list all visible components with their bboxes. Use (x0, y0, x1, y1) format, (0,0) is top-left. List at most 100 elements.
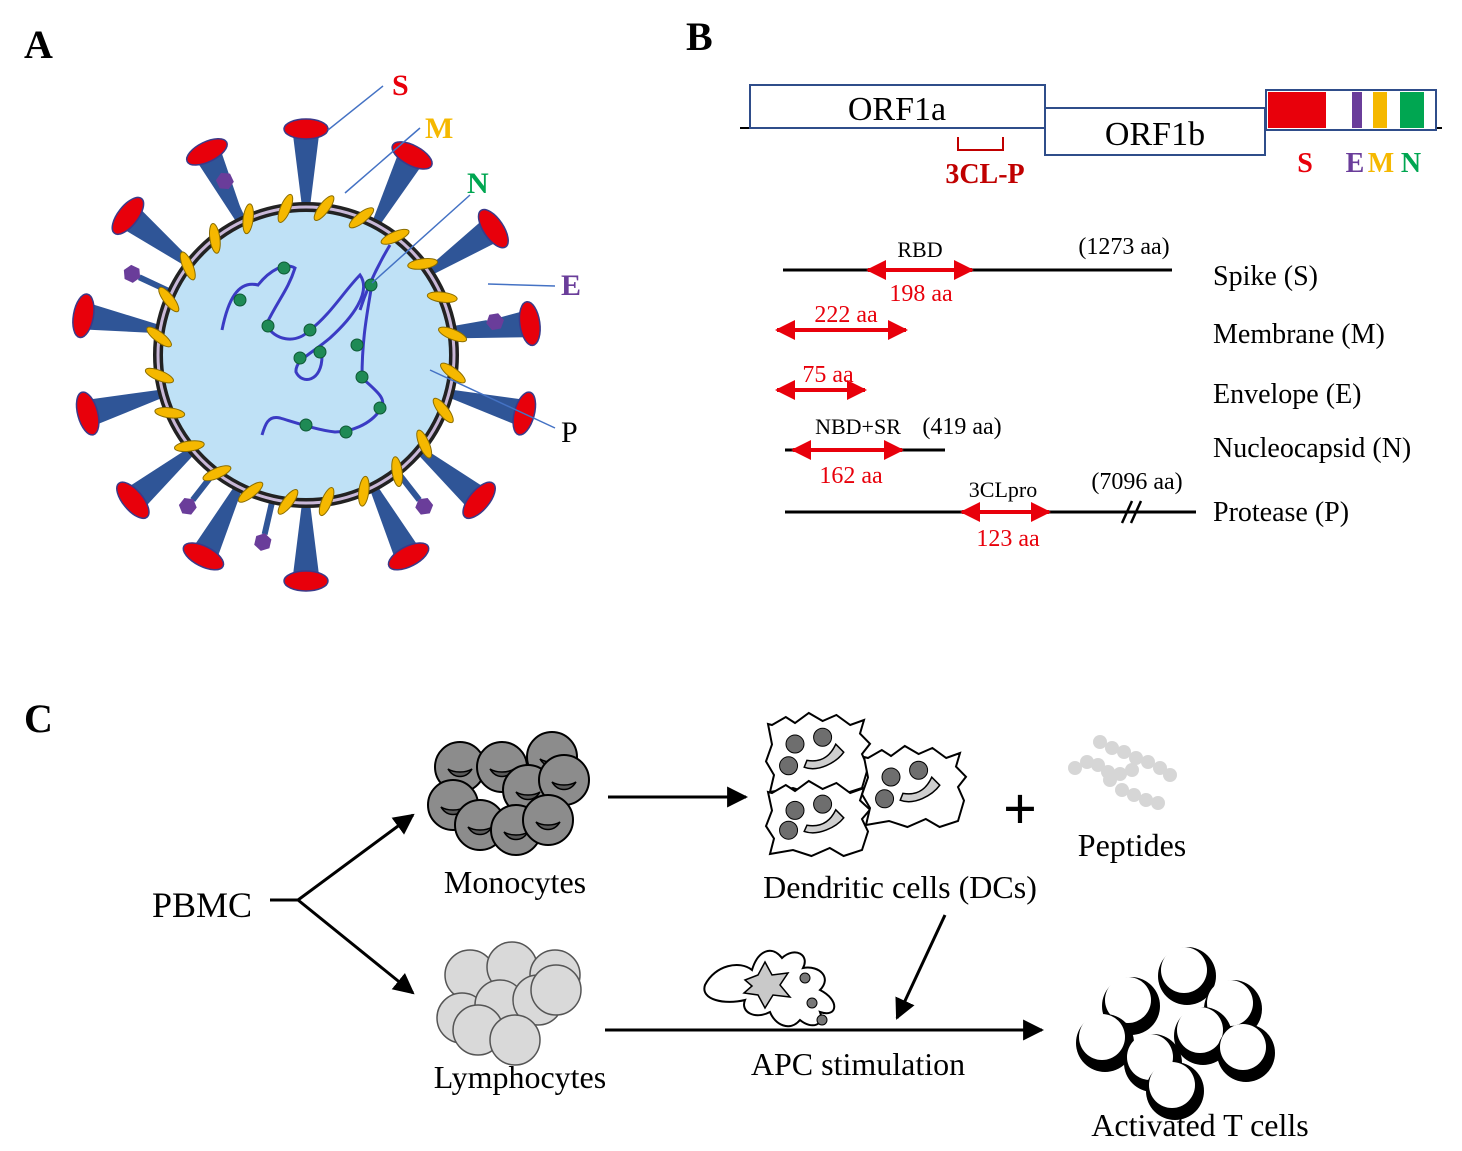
membrane-protein (202, 465, 232, 482)
spike-protein (116, 447, 196, 520)
nucleocapsid-label: N (467, 167, 489, 200)
membrane-protein (432, 397, 454, 424)
peptide-bead (1151, 796, 1165, 810)
s-gene (1268, 92, 1326, 128)
membrane-protein (313, 195, 335, 221)
virion-membrane-inner (156, 205, 456, 505)
arrow-dcs-to-stimulation (895, 914, 947, 1020)
activated-t-cell (1158, 947, 1216, 1005)
dendritic-cell (764, 779, 872, 858)
activated-t-cell (1076, 1014, 1134, 1072)
membrane-fragment: 222 aa (814, 302, 878, 328)
membrane-proteins (144, 193, 468, 517)
e-gene-label: E (1346, 148, 1365, 179)
spike-protein (426, 208, 509, 276)
orf1a-box (749, 84, 1046, 129)
membrane-protein (154, 407, 186, 419)
spike-protein (283, 118, 329, 207)
orf1b-label: ORF1b (1105, 116, 1205, 153)
plus-sign: + (1003, 776, 1037, 842)
envelope-protein (254, 498, 276, 551)
spike-protein (283, 503, 329, 592)
peptide-bead (1117, 745, 1131, 759)
membrane-protein (426, 291, 458, 303)
m-gene (1373, 92, 1387, 128)
activated-t-cell (1217, 1024, 1275, 1082)
membrane-protein (144, 367, 174, 384)
panel-a-label: A (24, 22, 53, 67)
dendritic-cell (764, 711, 872, 796)
membrane-protein (358, 475, 370, 507)
protease-gene-label: 3CL-P (945, 159, 1024, 190)
protein-fragments: RBD (1273 aa) 198 aa Spike (S) 222 aa Me… (775, 234, 1411, 552)
peptide-bead (1105, 741, 1119, 755)
s-gene-label: S (1297, 148, 1313, 179)
nucleocapsid-name: Nucleocapsid (N) (1213, 433, 1411, 464)
apc-cell-icon (703, 949, 836, 1028)
activated-t-cell (1146, 1062, 1204, 1120)
m-gene-label: M (1368, 148, 1394, 179)
activated-label: Activated T cells (1091, 1107, 1308, 1143)
spike-fragment: 198 aa (889, 281, 953, 307)
monocyte-cell (538, 754, 590, 806)
orf1a-label: ORF1a (848, 91, 946, 128)
peptide-bead (1125, 763, 1139, 777)
membrane-protein (440, 362, 466, 384)
spike-name: Spike (S) (1213, 261, 1318, 292)
panel-c-label: C (24, 696, 53, 741)
monocyte-cell (522, 794, 574, 846)
membrane-protein (179, 251, 196, 281)
spike-protein (182, 485, 243, 571)
peptide-bead (1153, 761, 1167, 775)
envelope-name: Envelope (E) (1213, 379, 1362, 410)
peptide-bead (1115, 783, 1129, 797)
spike-protein (369, 485, 430, 571)
monocytes-label: Monocytes (444, 864, 586, 900)
membrane-protein (438, 326, 468, 343)
peptide-bead (1091, 758, 1105, 772)
arrow-to-lymphocytes (297, 898, 415, 995)
spike-domain: RBD (897, 237, 942, 262)
peptide-bead (1068, 761, 1082, 775)
protease-bracket (957, 137, 1004, 151)
dendritic-cells-cluster (764, 711, 968, 858)
spike-proteins (72, 118, 541, 592)
peptides-icon (1068, 735, 1177, 810)
workflow-diagram: PBMC Monocytes Dendritic cells (DCs) + P… (152, 711, 1309, 1143)
protease-name: Protease (P) (1213, 497, 1349, 528)
membrane-protein (174, 440, 205, 452)
spike-protein (75, 389, 165, 436)
monocytes-cluster (427, 731, 590, 856)
apc-label: APC stimulation (751, 1046, 965, 1082)
membrane-protein (146, 326, 172, 348)
membrane-protein (277, 193, 294, 223)
orf1b-box (1044, 107, 1266, 156)
spike-protein (371, 141, 433, 227)
spike-length: (1273 aa) (1078, 234, 1169, 260)
peptide-bead (1141, 755, 1155, 769)
dcs-label: Dendritic cells (DCs) (763, 869, 1037, 905)
e-gene (1352, 92, 1362, 128)
envelope-fragment: 75 aa (802, 362, 854, 388)
lymphocyte-cell (489, 1014, 541, 1066)
peptides-label: Peptides (1078, 827, 1186, 863)
protease-label: P (561, 416, 578, 449)
lymphocytes-cluster (436, 941, 582, 1066)
envelope-protein (451, 313, 504, 333)
membrane-label: M (425, 112, 453, 145)
nucleocapsid-dots (233, 261, 387, 439)
spike-protein (72, 293, 161, 339)
membrane-protein (348, 207, 375, 229)
membrane-name: Membrane (M) (1213, 319, 1385, 350)
arrow-to-monocytes (297, 813, 415, 902)
membrane-protein (242, 203, 254, 235)
spike-protein (416, 447, 496, 520)
spike-protein (111, 196, 192, 268)
break-mark (1120, 500, 1143, 524)
peptide-bead (1139, 793, 1153, 807)
panel-b-label: B (686, 14, 713, 59)
nucleocapsid-length: (419 aa) (922, 414, 1001, 440)
nucleocapsid-fragment: 162 aa (819, 463, 883, 489)
membrane-protein (318, 487, 335, 517)
